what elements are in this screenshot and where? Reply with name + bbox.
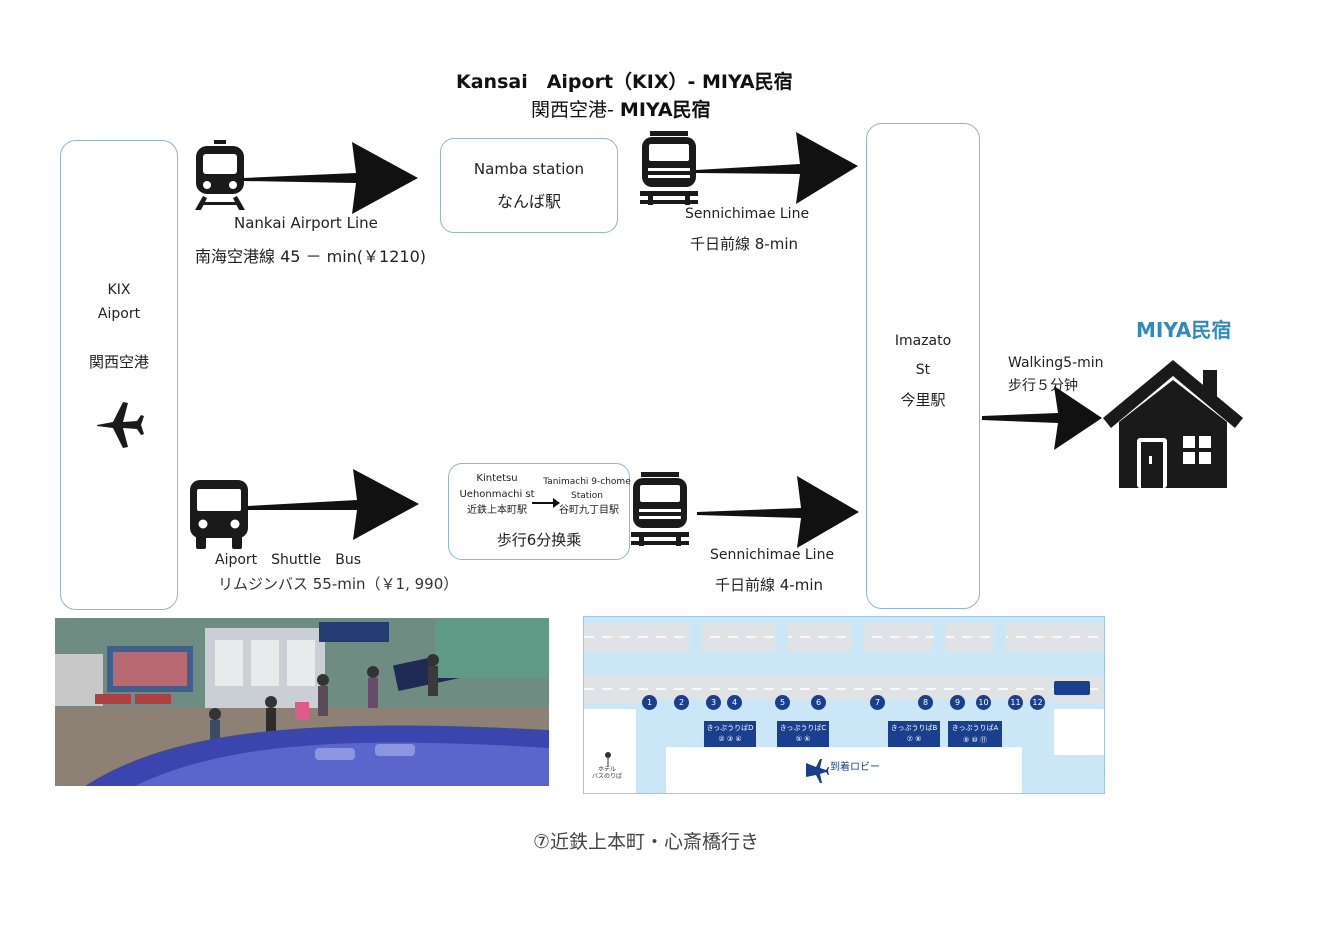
airport-name-en-1: KIX xyxy=(107,282,131,298)
map-stop-3: 3 xyxy=(706,695,721,710)
tanimachi-jp: 谷町九丁目駅 xyxy=(559,505,619,516)
ticket-sign-c-label: きっぷうりばC xyxy=(779,724,827,732)
map-stop-5: 5 xyxy=(775,695,790,710)
airport-name-jp: 関西空港 xyxy=(88,353,149,371)
top-transfer-line: Sennichimae Line xyxy=(685,206,810,222)
bus-stop-photo xyxy=(55,618,549,786)
imazato-en-1: Imazato xyxy=(894,333,952,349)
title-line-2: 関西空港- MIYA民宿 xyxy=(531,99,711,122)
imazato-jp: 今里駅 xyxy=(900,391,946,409)
house-icon xyxy=(1103,360,1243,488)
kintetsu-en-1: Kintetsu xyxy=(476,473,518,484)
metro-icon xyxy=(640,131,698,205)
tanimachi-en-1: Tanimachi 9-chome xyxy=(543,477,631,487)
imazato-box xyxy=(866,123,980,609)
namba-station-en: Namba station xyxy=(473,160,585,178)
map-stop-2: 2 xyxy=(674,695,689,710)
arrival-lobby-label: 到着ロビー xyxy=(830,762,880,773)
ticket-sign-b: きっぷうりばB ⑦ ⑧ xyxy=(888,721,940,747)
map-stop-6: 6 xyxy=(811,695,826,710)
bottom-transfer-line: Sennichimae Line xyxy=(710,547,835,563)
ticket-sign-b-label: きっぷうりばB xyxy=(890,724,938,732)
map-stop-12: 12 xyxy=(1030,695,1045,710)
namba-station-jp: なんば駅 xyxy=(496,192,561,211)
imazato-en-2: St xyxy=(915,362,931,378)
top-line-name: Nankai Airport Line xyxy=(234,214,378,232)
ticket-sign-a: きっぷうりばA ⑨ ⑩ ⑪ xyxy=(948,721,1002,747)
bottom-line-name: Aiport Shuttle Bus xyxy=(215,552,362,568)
map-stop-10: 10 xyxy=(976,695,991,710)
ticket-sign-b-nums: ⑦ ⑧ xyxy=(906,735,922,743)
bottom-transfer-detail: 千日前線 4-min xyxy=(715,576,824,594)
top-line-detail: 南海空港線 45 － min(￥1210) xyxy=(195,247,426,266)
arrow-icon xyxy=(532,498,560,508)
map-stop-7: 7 xyxy=(870,695,885,710)
title-dest-2: MIYA民宿 xyxy=(619,99,711,121)
map-stop-11: 11 xyxy=(1008,695,1023,710)
ticket-sign-d: きっぷうりばD ② ③ ④ xyxy=(704,721,756,747)
arrow-icon xyxy=(697,476,859,548)
bottom-line-detail: リムジンバス 55-min（￥1, 990） xyxy=(218,575,459,593)
arrow-icon xyxy=(982,386,1102,450)
title-jp: 関西空港- xyxy=(531,99,620,121)
walk-label-en: Walking5-min xyxy=(1008,355,1104,371)
ticket-sign-d-nums: ② ③ ④ xyxy=(718,735,742,743)
metro-icon xyxy=(631,472,689,546)
ticket-sign-c-nums: ⑤ ⑥ xyxy=(795,735,811,743)
walk-transfer: 歩行6分换乘 xyxy=(496,531,582,549)
tanimachi-en-2: Station xyxy=(571,491,603,501)
kintetsu-jp: 近鉄上本町駅 xyxy=(467,505,527,516)
airport-box xyxy=(60,140,178,610)
train-icon xyxy=(195,140,245,210)
hotel-bus-label-2: バスのりば xyxy=(592,773,623,780)
ticket-sign-d-label: きっぷうりばD xyxy=(706,724,754,732)
title-line-1: Kansai Aiport（KIX）- MIYA民宿 xyxy=(456,71,793,94)
arrow-icon xyxy=(244,142,418,214)
namba-station-box xyxy=(440,138,618,233)
map-stop-1: 1 xyxy=(642,695,657,710)
map-stop-4: 4 xyxy=(727,695,742,710)
ticket-sign-a-label: きっぷうりばA xyxy=(951,724,999,732)
hotel-bus-label: ホテル xyxy=(598,766,617,773)
bus-stop-map: 1 2 3 4 5 6 7 8 9 10 11 12 きっぷうりばD ② ③ ④… xyxy=(583,616,1105,794)
bus-icon xyxy=(190,480,248,549)
arrow-icon xyxy=(247,469,419,540)
caption: ⑦近鉄上本町・心斎橋行き xyxy=(533,831,760,853)
kintetsu-en-2: Uehonmachi st xyxy=(459,489,535,500)
airport-name-en-2: Aiport xyxy=(97,306,141,322)
title-dest: MIYA民宿 xyxy=(701,71,793,93)
airplane-icon xyxy=(97,402,144,448)
destination-name: MIYA民宿 xyxy=(1136,318,1232,342)
arrow-icon xyxy=(696,132,858,204)
title-en: Kansai Aiport（KIX）- xyxy=(456,71,702,93)
transfer-station-box xyxy=(448,463,630,560)
top-transfer-detail: 千日前線 8-min xyxy=(690,235,799,253)
walk-label-jp: 步行５分钟 xyxy=(1008,378,1078,394)
ticket-sign-a-nums: ⑨ ⑩ ⑪ xyxy=(962,736,987,744)
map-stop-9: 9 xyxy=(950,695,965,710)
map-stop-8: 8 xyxy=(918,695,933,710)
ticket-sign-c: きっぷうりばC ⑤ ⑥ xyxy=(777,721,829,747)
